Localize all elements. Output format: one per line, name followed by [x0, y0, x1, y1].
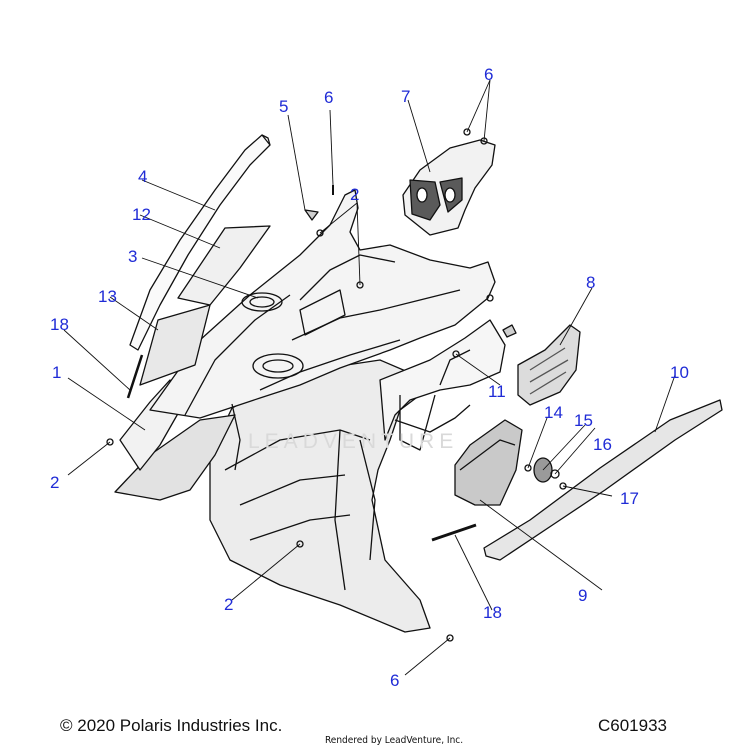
callout-4: 4 — [138, 167, 148, 186]
callout-9: 9 — [578, 586, 588, 605]
callout-13: 13 — [98, 287, 117, 306]
callout-12: 12 — [132, 205, 151, 224]
callout-2: 2 — [350, 185, 360, 204]
panel-12 — [177, 225, 271, 306]
bracket-7 — [402, 139, 496, 236]
grommet-set — [524, 457, 567, 490]
callout-15: 15 — [574, 411, 593, 430]
callout-10: 10 — [670, 363, 689, 382]
callout-11: 11 — [488, 382, 506, 401]
callout-1: 1 — [52, 363, 62, 382]
callout-5: 5 — [279, 97, 289, 116]
duct-9 — [454, 419, 523, 506]
callout-3: 3 — [128, 247, 138, 266]
callout-6: 6 — [484, 65, 494, 84]
callout-14: 14 — [544, 403, 563, 422]
callout-18: 18 — [50, 315, 69, 334]
callout-17: 17 — [620, 489, 639, 508]
callout-2: 2 — [224, 595, 234, 614]
right-frame — [359, 319, 506, 561]
callout-6: 6 — [390, 671, 400, 690]
callout-16: 16 — [593, 435, 612, 454]
callout-8: 8 — [586, 273, 596, 292]
trim-rail — [129, 134, 271, 351]
callout-18: 18 — [483, 603, 502, 622]
console-body — [149, 189, 496, 471]
vent-grille-8 — [517, 324, 581, 406]
panel-10 — [483, 399, 723, 561]
panel-13 — [139, 304, 211, 386]
leader-lines — [63, 79, 676, 676]
rod-bottom — [431, 523, 477, 542]
callout-7: 7 — [401, 87, 411, 106]
rod-left — [126, 354, 144, 399]
figure-code: C601933 — [598, 716, 668, 735]
copyright-text: © 2020 Polaris Industries Inc. — [60, 716, 283, 735]
fender-panel — [209, 359, 431, 633]
callout-6: 6 — [324, 88, 334, 107]
rendered-by-text: Rendered by LeadVenture, Inc. — [325, 735, 464, 746]
watermark: LEADVENTURE — [248, 430, 459, 453]
callout-2: 2 — [50, 473, 60, 492]
fasteners — [106, 128, 517, 642]
